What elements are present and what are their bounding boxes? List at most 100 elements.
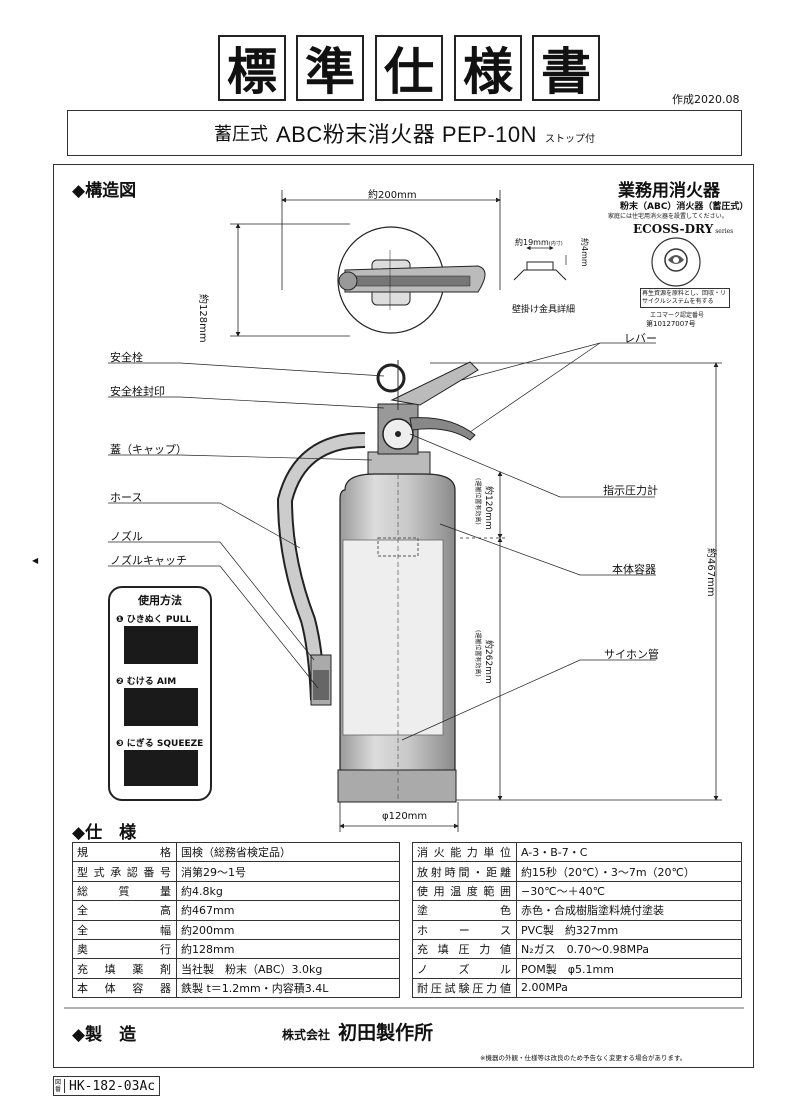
usage-pull-image bbox=[124, 626, 198, 664]
spec-key: 充填薬剤 bbox=[72, 958, 177, 979]
spec-key: 塗色 bbox=[412, 900, 517, 921]
dim-top-depth: 約128mm bbox=[197, 294, 208, 343]
eco-number: 第10127007号 bbox=[646, 320, 696, 328]
spec-value: 約4.8kg bbox=[176, 880, 400, 902]
maker-note: ※機器の外観・仕様等は改良のため予告なく変更する場合があります。 bbox=[480, 1054, 687, 1062]
spec-key: 総質量 bbox=[72, 880, 177, 902]
dim-diameter: φ120mm bbox=[382, 811, 428, 822]
maker-heading: ◆製 造 bbox=[72, 1025, 137, 1045]
label-gauge: 指示圧力計 bbox=[603, 484, 658, 497]
main-frame bbox=[53, 164, 754, 1068]
created-date: 作成2020.08 bbox=[672, 93, 740, 106]
spec-row: 本体容器鉄製 t＝1.2mm・内容積3.4L bbox=[72, 977, 400, 999]
spec-row: 総質量約4.8kg bbox=[72, 880, 400, 902]
label-siphon: サイホン管 bbox=[604, 648, 659, 661]
label-safety-pin: 安全栓 bbox=[110, 351, 143, 364]
spec-row: 奥行約128mm bbox=[72, 938, 400, 960]
top-view bbox=[337, 226, 486, 334]
spec-value: A-3・B-7・C bbox=[516, 841, 742, 863]
structure-heading: ◆構造図 bbox=[72, 181, 137, 201]
spec-value: 約467mm bbox=[176, 900, 400, 921]
dim-lower-note: (運搬位置有効高) bbox=[474, 630, 481, 677]
usage-aim-image bbox=[124, 688, 198, 726]
spec-row: 型式承認番号消第29〜1号 bbox=[72, 861, 400, 882]
spec-row: 使用温度範囲−30℃〜＋40℃ bbox=[412, 880, 742, 902]
dim-upper-note: (運搬位置有効高) bbox=[474, 478, 481, 525]
spec-value: 2.00MPa bbox=[516, 977, 742, 999]
usage-step-3: ❸ にぎる SQUEEZE bbox=[116, 739, 204, 749]
spec-key: 奥行 bbox=[72, 938, 177, 960]
spec-row: 充填薬剤当社製 粉末（ABC）3.0kg bbox=[72, 958, 400, 979]
bracket-detail bbox=[513, 245, 567, 281]
dim-bracket-h: 約4mm bbox=[580, 238, 589, 267]
spec-value: N₂ガス 0.70〜0.98MPa bbox=[516, 938, 742, 960]
spec-value: 赤色・合成樹脂塗料焼付塗装 bbox=[516, 900, 742, 921]
spec-key: 型式承認番号 bbox=[72, 861, 177, 882]
spec-value: 当社製 粉末（ABC）3.0kg bbox=[176, 958, 400, 979]
title-char-2: 準 bbox=[296, 35, 364, 101]
spec-value: 約15秒（20℃）・3〜7m（20℃） bbox=[516, 861, 742, 882]
spec-value: 約128mm bbox=[176, 938, 400, 960]
spec-key: ノズル bbox=[412, 958, 517, 979]
label-body: 本体容器 bbox=[612, 563, 656, 576]
title-char-5: 書 bbox=[532, 35, 600, 101]
brand-sub: series bbox=[715, 228, 734, 235]
spec-key: 消火能力単位 bbox=[412, 841, 517, 863]
spec-key: 放射時間・距離 bbox=[412, 861, 517, 882]
spec-key: 本体容器 bbox=[72, 977, 177, 999]
dim-lower-level: 約262mm bbox=[483, 640, 493, 684]
doc-number: HK-182-03Ac bbox=[69, 1078, 156, 1094]
valve-head bbox=[376, 360, 479, 455]
spec-key: 規格 bbox=[72, 841, 177, 863]
doc-number-box: 図番 HK-182-03Ac bbox=[53, 1076, 161, 1096]
spec-value: 消第29〜1号 bbox=[176, 861, 400, 882]
spec-value: POM製 φ5.1mm bbox=[516, 958, 742, 979]
spec-row: 規格国検（総務省検定品） bbox=[72, 841, 400, 863]
spec-value: PVC製 約327mm bbox=[516, 919, 742, 940]
spec-value: 約200mm bbox=[176, 919, 400, 940]
spec-key: 全高 bbox=[72, 900, 177, 921]
dim-height: 約467mm bbox=[705, 548, 716, 597]
label-pin-seal: 安全栓封印 bbox=[110, 385, 165, 398]
label-lever: レバー bbox=[624, 332, 657, 345]
spec-heading: ◆仕 様 bbox=[72, 823, 137, 843]
spec-row: 塗色赤色・合成樹脂塗料焼付塗装 bbox=[412, 900, 742, 921]
badge-note: 家庭には住宅用消火器を設置してください。 bbox=[608, 213, 728, 220]
usage-step-2: ❷ むける AIM bbox=[116, 677, 177, 687]
product-suffix: ストップ付 bbox=[545, 133, 596, 145]
product-name: ABC粉末消火器 PEP-10N bbox=[275, 122, 538, 147]
dim-top-width: 約200mm bbox=[368, 190, 417, 201]
spec-key: ホース bbox=[412, 919, 517, 940]
title-char-3: 仕 bbox=[375, 35, 443, 101]
company-prefix: 株式会社 bbox=[282, 1028, 331, 1042]
usage-squeeze-image bbox=[124, 750, 198, 786]
eco-label: エコマーク認定番号 bbox=[650, 312, 705, 319]
usage-title: 使用方法 bbox=[138, 594, 182, 607]
dim-upper-level: 約120mm bbox=[483, 486, 493, 530]
eco-text: 再生資源を原料とし、回収・リサイクルシステムを有する bbox=[640, 288, 730, 308]
dim-bracket-w: 約19mm(内寸) bbox=[515, 238, 563, 247]
label-cap: 蓋（キャップ） bbox=[110, 443, 187, 456]
usage-step-1: ❶ ひきぬく PULL bbox=[116, 615, 192, 625]
maker-company: 株式会社 初田製作所 bbox=[282, 1018, 433, 1045]
eco-mark-icon bbox=[651, 237, 701, 287]
spec-key: 全幅 bbox=[72, 919, 177, 940]
extinguisher-body bbox=[337, 451, 457, 803]
side-marker-icon: ◀ bbox=[32, 556, 39, 565]
usage-panel: 使用方法 ❶ ひきぬく PULL ❷ むける AIM ❸ にぎる SQUEEZE bbox=[108, 586, 212, 801]
spec-key: 使用温度範囲 bbox=[412, 880, 517, 902]
title-char-4: 様 bbox=[454, 35, 522, 101]
badge-title: 業務用消火器 bbox=[618, 181, 720, 201]
spec-row: 全幅約200mm bbox=[72, 919, 400, 940]
bracket-label: 壁掛け金具詳細 bbox=[512, 305, 576, 315]
spec-row: 放射時間・距離約15秒（20℃）・3〜7m（20℃） bbox=[412, 861, 742, 882]
doc-prefix: 図番 bbox=[54, 1079, 65, 1093]
product-type: 蓄圧式 bbox=[213, 124, 268, 145]
spec-value: 鉄製 t＝1.2mm・内容積3.4L bbox=[176, 977, 400, 999]
